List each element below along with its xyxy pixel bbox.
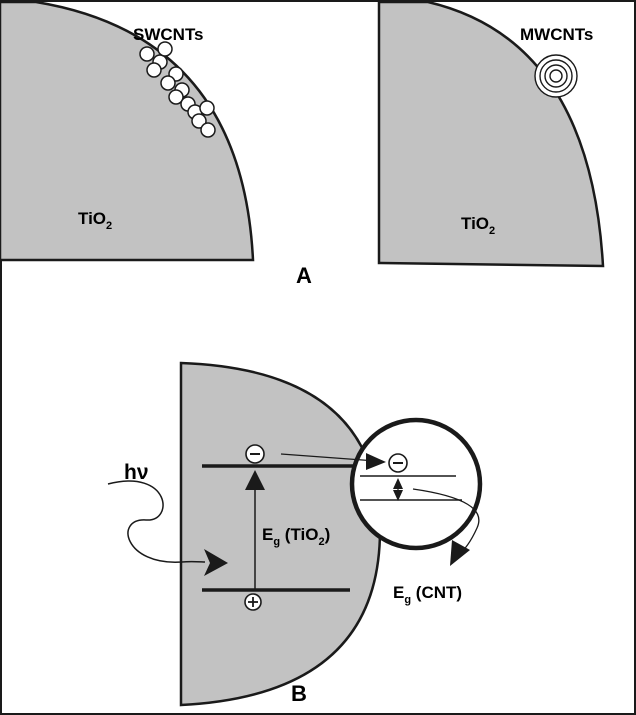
swcnt-tube (146, 62, 162, 78)
light-label: hν (124, 461, 149, 484)
swcnt-tube (139, 46, 155, 62)
mwcnt-tube (534, 54, 578, 98)
mwcnt-wall (549, 69, 563, 83)
swcnt-tube (160, 75, 176, 91)
panel-a: SWCNTs TiO2 MWCNTs TiO2 A (0, 0, 605, 288)
mwcnt-wall (539, 59, 573, 93)
cnt-gap-label: Eg (CNT) (393, 583, 462, 606)
electron-transfer-arrow (280, 453, 377, 462)
cnt-gap-arrow-up (393, 478, 403, 489)
swcnt-tube (168, 89, 184, 105)
tio2-label-right: TiO2 (461, 214, 495, 237)
swcnt-bundle (139, 41, 216, 138)
swcnt-tube (199, 100, 215, 116)
swcnt-tube (191, 113, 207, 129)
swcnt-tube (200, 122, 216, 138)
tio2-label-left: TiO2 (78, 209, 112, 232)
mwcnt-wall (544, 64, 568, 88)
light-wave (107, 480, 206, 563)
cnt-gap-arrow-down (393, 490, 403, 501)
cnt-cross-section (349, 417, 483, 551)
swcnt-label: SWCNTs (133, 25, 204, 44)
panel-b-letter: B (291, 681, 307, 706)
electron-transfer-arrow-head (366, 453, 386, 470)
panel-a-letter: A (296, 263, 312, 288)
mwcnt-wall (534, 54, 578, 98)
cnt-gap-pointer-head (450, 540, 470, 566)
tio2-gap-label: Eg (TiO2) (262, 525, 330, 548)
swcnt-tube (157, 41, 173, 57)
tio2-particle-left (0, 0, 255, 262)
panel-b: hν Eg (TiO2) Eg (CNT) B (107, 361, 483, 707)
light-wave-arrow-head (204, 549, 228, 576)
mwcnt-label: MWCNTs (520, 25, 593, 44)
excitation-arrow-head (245, 470, 265, 490)
